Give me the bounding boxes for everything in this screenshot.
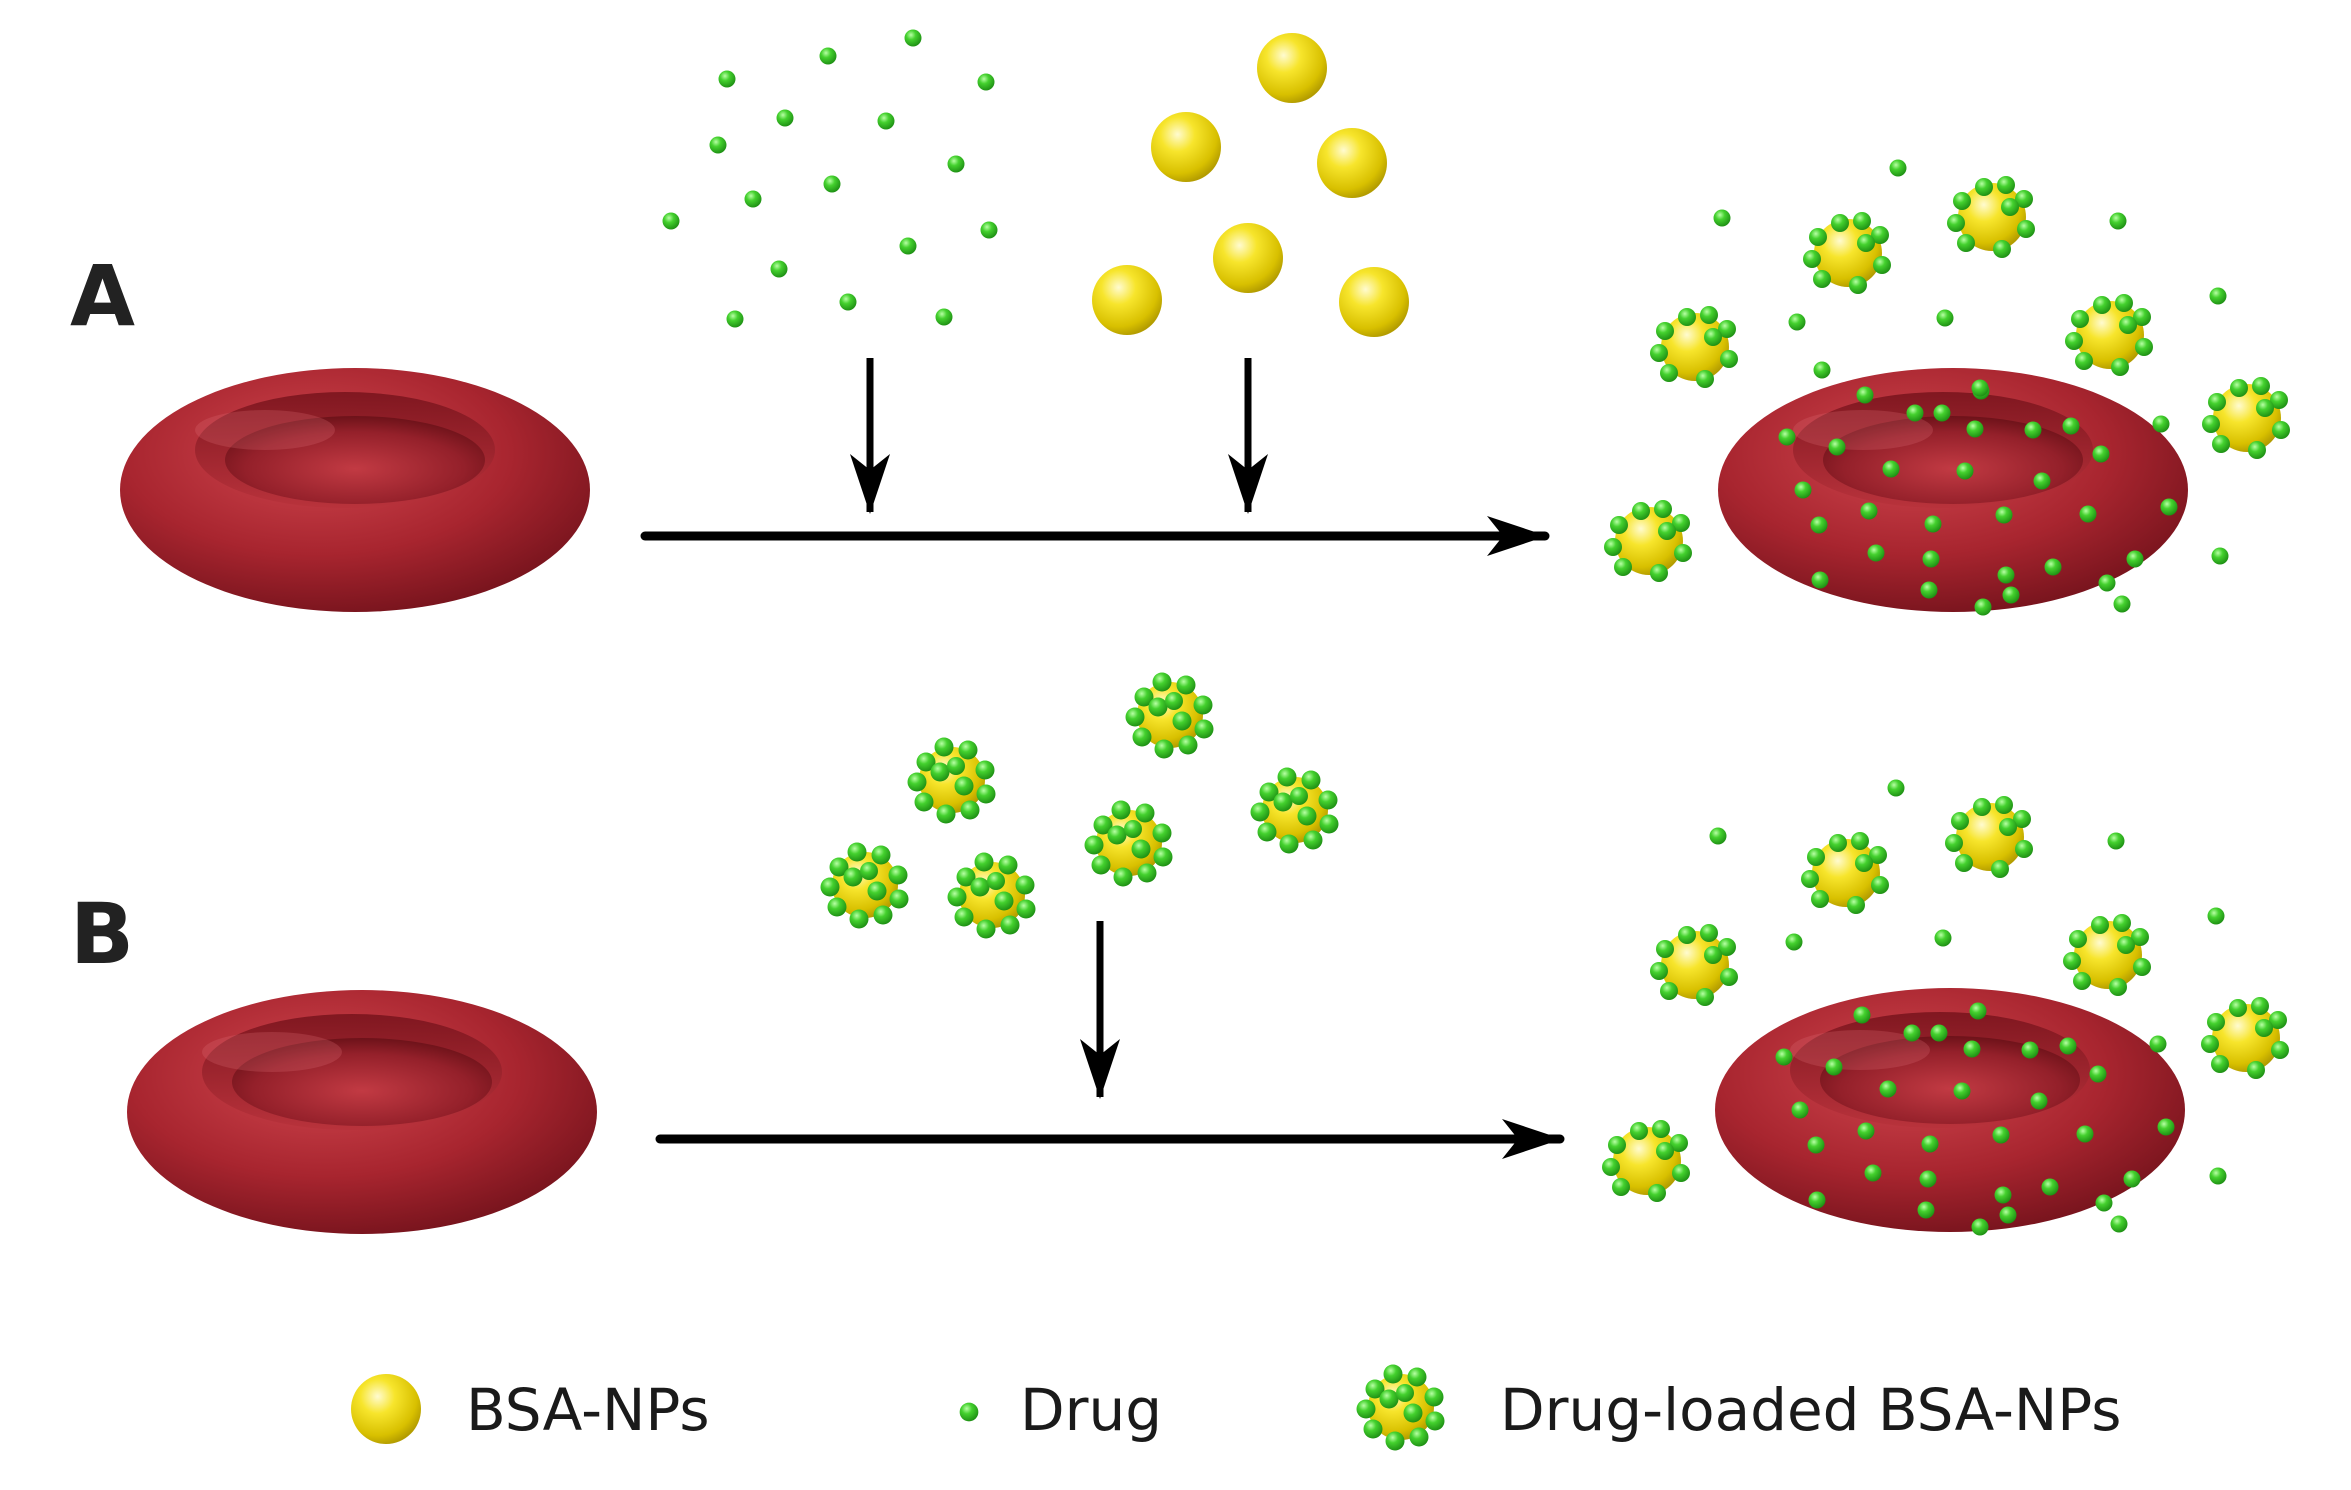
loaded-red-blood-cell-a xyxy=(1604,159,2290,616)
free-drug-cluster xyxy=(662,29,998,328)
red-blood-cell-before xyxy=(127,990,597,1234)
legend-item-drug: Drug xyxy=(959,1376,1162,1444)
panel-a-label: A xyxy=(70,247,135,345)
legend-label-drug: Drug xyxy=(1020,1376,1162,1444)
bsa-nanoparticle-cluster xyxy=(1092,33,1409,337)
legend: BSA-NPs Drug Drug-loaded BSA-NPs xyxy=(351,1364,2121,1451)
panel-b: B xyxy=(70,672,2289,1236)
drug-loaded-nanoparticle-cluster xyxy=(820,672,1339,939)
legend-item-bsa-nps: BSA-NPs xyxy=(351,1374,710,1444)
legend-label-bsa-nps: BSA-NPs xyxy=(466,1376,710,1444)
bsa-np-swatch xyxy=(351,1374,421,1444)
loaded-red-blood-cell-b xyxy=(1602,779,2289,1236)
red-blood-cell-after xyxy=(1715,988,2185,1232)
legend-item-drug-loaded: Drug-loaded BSA-NPs xyxy=(1356,1364,2121,1451)
red-blood-cell-after xyxy=(1718,368,2188,612)
legend-label-drug-loaded: Drug-loaded BSA-NPs xyxy=(1500,1376,2121,1444)
panel-b-label: B xyxy=(70,885,134,983)
drug-loaded-swatch xyxy=(1356,1364,1445,1451)
drug-swatch xyxy=(959,1402,979,1422)
red-blood-cell-before xyxy=(120,368,590,612)
panel-a: A xyxy=(70,29,2290,616)
